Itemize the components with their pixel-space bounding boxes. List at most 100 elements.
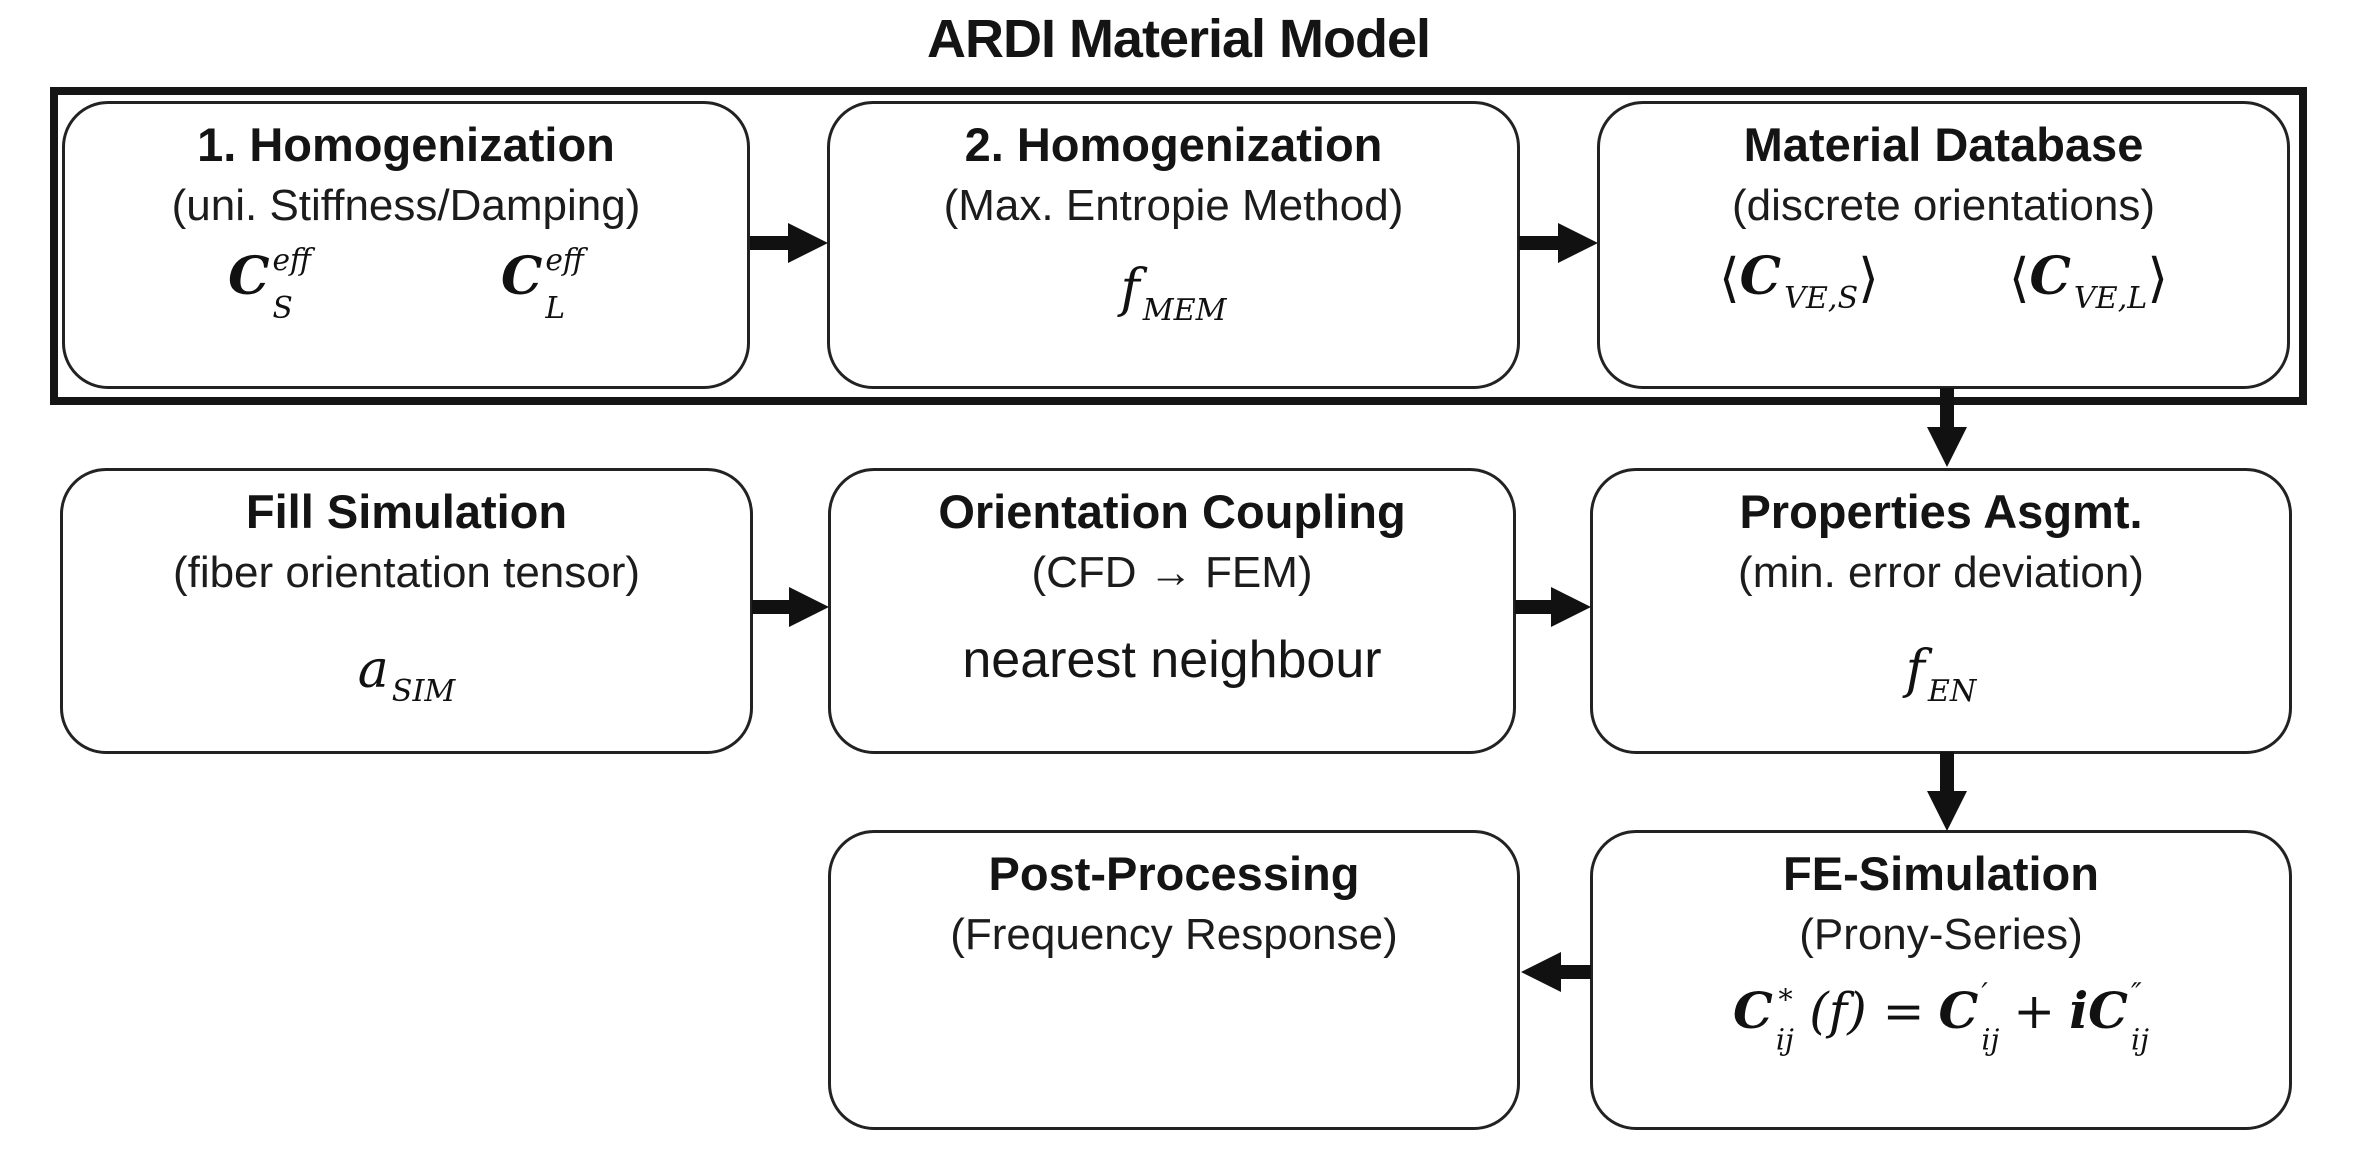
- math-c-ve-s: ⟨ C VE,S ⟩: [1718, 245, 1879, 313]
- arrow-fesim-to-post-icon: [1521, 940, 1591, 1004]
- box-title: 2. Homogenization: [964, 118, 1383, 171]
- math-sub: S: [272, 289, 293, 325]
- math-sub: VE,S: [1784, 281, 1859, 317]
- math-row: f EN: [1905, 639, 1977, 707]
- arrow-head-right-icon: [1558, 223, 1598, 263]
- box-title: 1. Homogenization: [197, 118, 615, 171]
- math-f-en: f EN: [1905, 639, 1977, 707]
- box-subtitle: (min. error deviation): [1738, 548, 2144, 598]
- math-row: C eff S C eff L: [228, 245, 584, 329]
- math-c-star-ij: C ∗ ij: [1733, 980, 1795, 1061]
- math-close-bracket: ⟩: [2147, 246, 2169, 309]
- arrow-hom2-to-matdb-icon: [1519, 211, 1598, 275]
- math-sub: MEM: [1142, 293, 1227, 329]
- math-c-prime-ij: C ′ ij: [1938, 980, 2000, 1061]
- math-scripts: eff L: [545, 245, 584, 323]
- math-sub: EN: [1927, 674, 1977, 710]
- math-plus: +: [2013, 981, 2056, 1040]
- box-subtitle: (Prony-Series): [1799, 910, 2083, 960]
- arrow-stem: [750, 236, 788, 250]
- box-subtitle: (discrete orientations): [1731, 181, 2156, 231]
- arrow-stem: [1515, 600, 1551, 614]
- arrow-stem: [1561, 965, 1591, 979]
- box-post-processing: Post-Processing (Frequency Response): [828, 830, 1520, 1130]
- arrow-matdb-to-props-icon: [1914, 388, 1980, 467]
- math-equals-f: (f) =: [1809, 981, 1925, 1040]
- math-scripts: ∗ ij: [1776, 980, 1795, 1055]
- math-c-ve-l: ⟨ C VE,L ⟩: [2008, 245, 2169, 313]
- math-scripts: ′ ij: [1981, 980, 1999, 1055]
- math-sub: ij: [2130, 1023, 2149, 1057]
- arrow-orient-to-props-icon: [1515, 575, 1591, 639]
- box-title: Orientation Coupling: [938, 485, 1406, 538]
- math-sup: ″: [2130, 977, 2142, 1011]
- math-base: C: [228, 245, 270, 307]
- math-a-sim: a SIM: [357, 639, 455, 707]
- box-title: Fill Simulation: [245, 485, 568, 538]
- math-close-bracket: ⟩: [1858, 246, 1879, 309]
- box-subtitle: (fiber orientation tensor): [172, 548, 641, 598]
- ardi-model-frame: [50, 87, 2307, 405]
- box-orientation-coupling: Orientation Coupling (CFD → FEM) nearest…: [828, 468, 1516, 754]
- math-sub: VE,L: [2073, 281, 2148, 317]
- math-base: C: [1938, 980, 1979, 1040]
- math-base: f: [1120, 258, 1140, 319]
- math-row: ⟨ C VE,S ⟩ ⟨ C VE,L ⟩: [1718, 245, 2169, 313]
- box-fe-simulation: FE-Simulation (Prony-Series) C ∗ ij (f) …: [1590, 830, 2292, 1130]
- arrow-fill-to-orient-icon: [752, 575, 829, 639]
- arrow-hom1-to-hom2-icon: [750, 211, 828, 275]
- math-base: C: [1739, 245, 1782, 307]
- math-sup: ∗: [1775, 977, 1796, 1011]
- arrow-stem: [1519, 236, 1558, 250]
- box-title: Material Database: [1743, 118, 2144, 171]
- arrow-head-left-icon: [1521, 952, 1561, 992]
- box-fill-simulation: Fill Simulation (fiber orientation tenso…: [60, 468, 753, 754]
- math-sub: ij: [1981, 1023, 2000, 1057]
- box-homogenization-1: 1. Homogenization (uni. Stiffness/Dampin…: [62, 101, 750, 389]
- math-open-bracket: ⟨: [1718, 246, 1740, 309]
- math-sub: L: [545, 289, 566, 325]
- arrow-stem: [752, 600, 789, 614]
- math-sup: eff: [545, 241, 584, 277]
- arrow-head-right-icon: [788, 223, 828, 263]
- math-sub: SIM: [391, 674, 456, 710]
- diagram-title: ARDI Material Model: [926, 9, 1431, 69]
- math-open-bracket: ⟨: [2008, 246, 2030, 309]
- arrow-head-down-icon: [1927, 791, 1967, 831]
- arrow-head-right-icon: [1551, 587, 1591, 627]
- box-title: FE-Simulation: [1783, 847, 2099, 900]
- arrow-head-down-icon: [1927, 427, 1967, 467]
- math-row: f MEM: [1120, 258, 1226, 326]
- math-scripts: eff S: [272, 245, 311, 323]
- math-base: f: [1905, 639, 1925, 700]
- box-title: Post-Processing: [988, 847, 1360, 900]
- arrow-stem: [1940, 752, 1954, 791]
- box-material-database: Material Database (discrete orientations…: [1597, 101, 2290, 389]
- math-f-mem: f MEM: [1120, 258, 1226, 326]
- math-c-s-eff: C eff S: [228, 245, 311, 329]
- math-scripts: ″ ij: [2131, 980, 2149, 1055]
- box-subtitle: (Frequency Response): [950, 910, 1398, 960]
- arrow-stem: [1940, 388, 1954, 427]
- math-base: C: [2029, 245, 2071, 307]
- box-homogenization-2: 2. Homogenization (Max. Entropie Method)…: [827, 101, 1520, 389]
- math-base: a: [357, 639, 389, 700]
- math-ic-doubleprime-ij: iC ″ ij: [2069, 980, 2149, 1061]
- math-base: C: [1733, 980, 1773, 1040]
- math-sub: ij: [1775, 1023, 1794, 1057]
- box-subtitle: (uni. Stiffness/Damping): [171, 181, 641, 231]
- math-c-l-eff: C eff L: [501, 245, 584, 329]
- box-properties-assignment: Properties Asgmt. (min. error deviation)…: [1590, 468, 2292, 754]
- math-base: C: [501, 245, 543, 307]
- math-formula: C ∗ ij (f) = C ′ ij + iC ″ ij: [1733, 980, 2149, 1061]
- box-subtitle: (Max. Entropie Method): [943, 181, 1404, 231]
- arrow-head-right-icon: [789, 587, 829, 627]
- math-row: a SIM: [357, 639, 455, 707]
- box-title: Properties Asgmt.: [1739, 485, 2143, 538]
- math-sup: ′: [1981, 977, 1988, 1011]
- box-subtitle: (CFD → FEM): [1031, 548, 1313, 598]
- math-sup: eff: [272, 241, 311, 277]
- box-note: nearest neighbour: [962, 630, 1382, 689]
- arrow-props-to-fesim-icon: [1914, 752, 1980, 831]
